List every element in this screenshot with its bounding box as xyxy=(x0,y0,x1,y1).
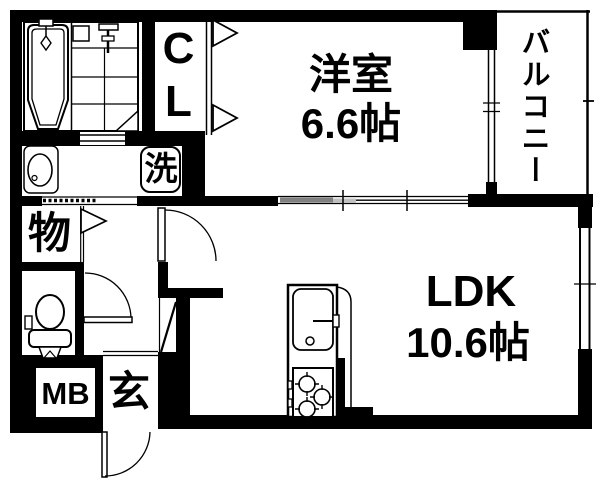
washroom xyxy=(23,145,181,194)
wall-bath-closet-divider xyxy=(142,15,155,135)
stove-knob xyxy=(287,398,293,408)
stove-burner xyxy=(298,375,316,393)
wall-washroom-bottom-left xyxy=(10,196,42,206)
sliding-door-panel-dark xyxy=(280,197,333,203)
label-meter-box: MB xyxy=(41,376,90,411)
toilet-base-notch xyxy=(43,350,57,359)
window-jamb xyxy=(486,182,497,194)
entrance-door-leaf xyxy=(101,431,108,478)
wall-right-upper xyxy=(578,207,592,228)
meter-box-area xyxy=(36,368,95,417)
door-swing-arc xyxy=(84,272,132,319)
wall-washroom-bottom-right xyxy=(137,196,278,206)
wall-top xyxy=(10,10,463,22)
washbasin-icon xyxy=(27,153,53,187)
toilet-tank xyxy=(28,329,72,348)
wall-bottom-right xyxy=(158,415,592,429)
wall-entrance-right xyxy=(158,352,190,418)
toilet-lever xyxy=(24,315,33,330)
label-entrance: 玄 xyxy=(107,368,150,415)
wall-hall-ldk-vert xyxy=(158,262,168,289)
ldk-door-leaf xyxy=(157,207,166,262)
washbasin-drain xyxy=(31,174,38,182)
label-laundry: 洗 xyxy=(144,150,178,187)
wall-beside-ldk-door xyxy=(176,298,190,356)
toilet-base xyxy=(37,346,63,359)
shower-handle xyxy=(101,35,115,42)
tub-faucet-handle xyxy=(40,34,52,52)
label-balcony: バルコニー xyxy=(517,27,549,187)
washing-machine-pan xyxy=(140,146,181,193)
stove-burner-ticks xyxy=(295,397,319,417)
wall-toilet-right xyxy=(75,263,84,370)
label-storage: 物 xyxy=(28,210,71,258)
stove-knob xyxy=(287,380,293,390)
wall-kitchen-step xyxy=(345,407,373,429)
label-closet: CL xyxy=(154,24,203,130)
toilet-door-leaf xyxy=(83,316,133,324)
label-western-room: 洋室 xyxy=(308,51,393,98)
wall-right-lower xyxy=(578,349,592,429)
stove-burner-ticks xyxy=(310,385,334,409)
stove-burner-ticks xyxy=(295,372,319,396)
shower-mixer-icon xyxy=(98,23,119,31)
wall-balcony-bottom xyxy=(468,194,593,207)
ldk-door-ajar-leaf xyxy=(159,301,178,353)
wall-corner-block xyxy=(463,10,497,50)
stove-burner xyxy=(298,400,316,418)
door-swing-arc xyxy=(104,431,151,477)
folding-door-triangle xyxy=(212,18,239,48)
bathtub-icon xyxy=(27,24,69,130)
label-ldk-size: 10.6帖 xyxy=(406,319,530,366)
tub-faucet-icon xyxy=(38,18,54,27)
wall-left xyxy=(10,10,22,433)
folding-door-triangle xyxy=(212,103,239,133)
label-western-room-size: 6.6帖 xyxy=(300,100,402,147)
door-swing-arc xyxy=(164,209,217,262)
sliding-door-panel-light xyxy=(333,198,356,203)
shower-shelf-icon xyxy=(72,25,90,42)
folding-door-triangle xyxy=(80,207,108,235)
label-ldk: LDK xyxy=(425,267,517,316)
bathroom-door-gap xyxy=(80,132,125,145)
sink-faucet-base xyxy=(332,314,340,328)
toilet-bowl xyxy=(35,294,65,330)
toilet-icon xyxy=(24,294,72,359)
wall-storage-toilet-divider xyxy=(22,262,84,271)
kitchen xyxy=(286,283,352,419)
sink-drain xyxy=(305,336,315,346)
wall-kitchen-stub xyxy=(337,358,345,415)
stove-burner xyxy=(313,388,331,406)
wall-block-right-of-laundry xyxy=(182,144,205,196)
kitchen-counter-edge xyxy=(336,286,352,414)
bathtub-inner-line xyxy=(31,28,65,126)
bathroom xyxy=(23,18,139,132)
wall-hall-ldk-horiz xyxy=(158,288,223,298)
bathroom-corner-triangle xyxy=(114,109,139,132)
